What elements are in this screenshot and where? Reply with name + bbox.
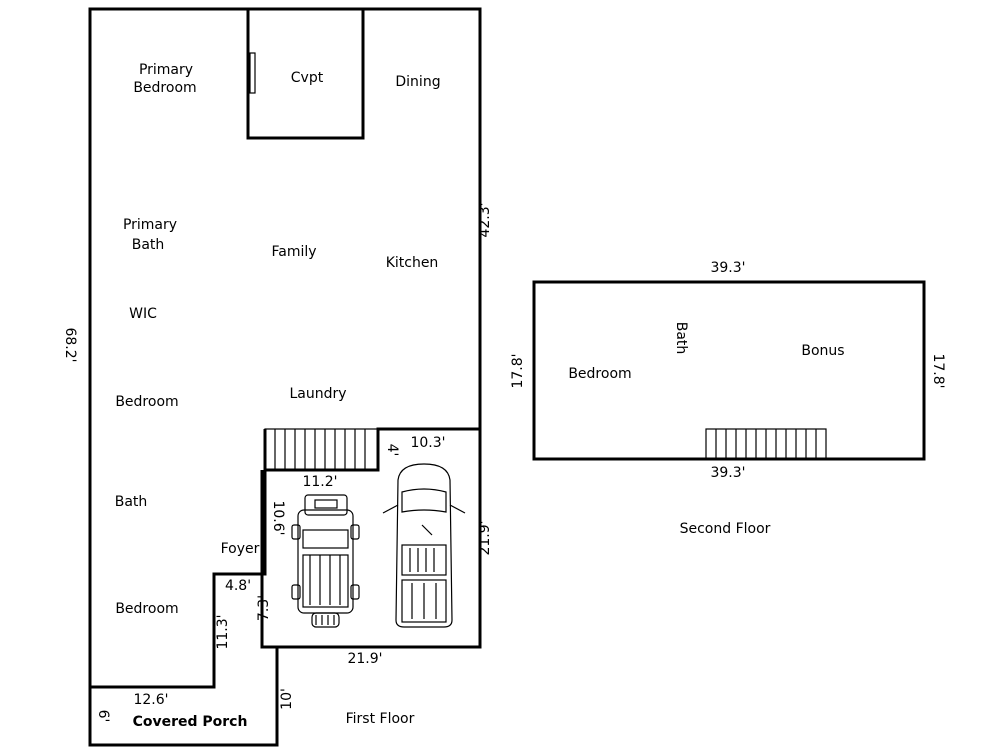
- room-primary-bedroom-line2: Bedroom: [133, 80, 196, 96]
- room-bonus: Bonus: [801, 343, 844, 359]
- second-floor-caption: Second Floor: [680, 521, 771, 537]
- room-wic: WIC: [129, 306, 157, 322]
- dim-porch-side: 10': [279, 688, 295, 710]
- second-floor-stairs: [705, 428, 827, 460]
- room-primary-bath-line1: Primary: [123, 217, 177, 233]
- car-pickup-icon: [382, 463, 466, 628]
- dim-second-left: 17.8': [510, 353, 526, 388]
- dim-second-bottom: 39.3': [710, 465, 745, 481]
- dim-garage-inner-upper: 10.6': [270, 500, 286, 535]
- first-floor-caption: First Floor: [346, 711, 415, 727]
- dim-garage-inner-lower: 7.3': [256, 595, 272, 621]
- cvpt-door: [249, 52, 256, 94]
- room-bedroom-2: Bedroom: [115, 601, 178, 617]
- first-floor-outline: [88, 7, 482, 747]
- room-primary-bath-line2: Bath: [132, 237, 165, 253]
- room-second-bath: Bath: [673, 322, 689, 355]
- dim-garage-top: 10.3': [410, 435, 445, 451]
- room-laundry: Laundry: [289, 386, 346, 402]
- dim-stair-width: 11.2': [302, 474, 337, 490]
- dim-foyer-step: 4.8': [225, 578, 251, 594]
- room-kitchen: Kitchen: [386, 255, 439, 271]
- dim-garage-right: 21.9': [477, 520, 493, 555]
- dim-second-right: 17.8': [930, 353, 946, 388]
- first-floor-stairs: [264, 428, 379, 471]
- room-family: Family: [271, 244, 316, 260]
- room-covered-porch: Covered Porch: [133, 714, 248, 730]
- room-bath: Bath: [115, 494, 148, 510]
- room-second-bedroom: Bedroom: [568, 366, 631, 382]
- dim-entry-depth: 11.3': [215, 614, 231, 649]
- dim-stair-depth: 4': [384, 444, 400, 457]
- room-dining: Dining: [395, 74, 440, 90]
- room-bedroom-1: Bedroom: [115, 394, 178, 410]
- dim-second-top: 39.3': [710, 260, 745, 276]
- dim-porch-width: 12.6': [133, 692, 168, 708]
- cvpt-closet: [246, 7, 365, 140]
- dim-porch-depth: 6': [95, 710, 111, 723]
- room-cvpt: Cvpt: [291, 70, 324, 86]
- room-foyer: Foyer: [221, 541, 260, 557]
- dim-left-height: 68.2': [62, 327, 78, 362]
- room-primary-bedroom-line1: Primary: [139, 62, 193, 78]
- dim-garage-bottom: 21.9': [347, 651, 382, 667]
- dim-right-upper: 42.3': [477, 202, 493, 237]
- car-suv-icon: [291, 494, 360, 628]
